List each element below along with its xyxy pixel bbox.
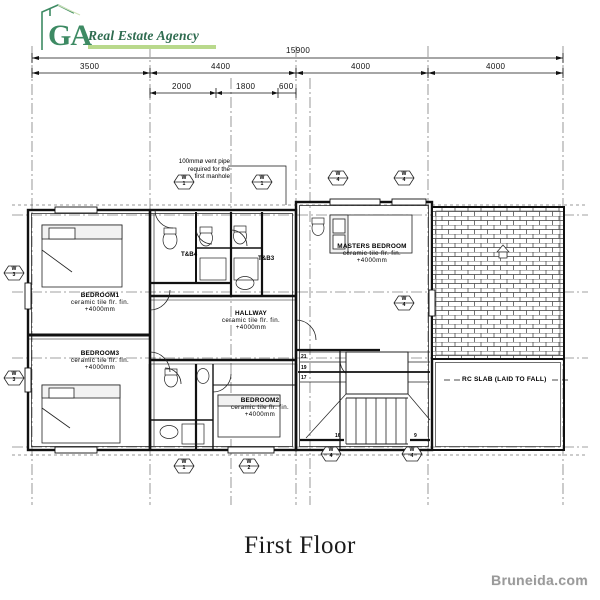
sanitary-fixtures: [159, 217, 325, 445]
marker-label-left-2: W 3: [4, 371, 24, 383]
marker-label-top-3: W 4: [328, 171, 348, 183]
dimension-sub-3: 600: [279, 82, 294, 91]
marker-number: 4: [402, 176, 406, 183]
stair-step-number-19: 19: [301, 365, 307, 371]
marker-number: 1: [182, 180, 186, 187]
room-name: BEDROOM3: [80, 350, 120, 357]
marker-type: W: [335, 171, 341, 177]
room-label-hallway: HALLWAY ceramic tile flr. fin. +4000mm: [201, 310, 301, 332]
room-finish: ceramic tile flr. fin.: [221, 317, 281, 324]
room-finish: ceramic tile flr. fin.: [230, 404, 290, 411]
room-level: +4000mm: [84, 364, 116, 372]
stair-step-number-9: 9: [414, 433, 417, 439]
dimension-arrows: [32, 56, 563, 95]
room-level: +4000mm: [235, 324, 267, 332]
room-name: BEDROOM1: [80, 292, 120, 299]
marker-number: 4: [336, 176, 340, 183]
marker-number: 2: [247, 464, 251, 471]
marker-label-middle-1: W 4: [394, 296, 414, 308]
staircase: [298, 351, 431, 445]
marker-label-bottom-3: W 4: [321, 447, 341, 459]
marker-type: W: [181, 459, 187, 465]
marker-label-left-1: W 3: [4, 266, 24, 278]
marker-type: W: [11, 371, 17, 377]
room-label-bedroom3: BEDROOM3 ceramic tile flr. fin. +4000mm: [48, 350, 152, 372]
marker-number: 4: [329, 452, 333, 459]
dimension-bay-2: 4400: [211, 62, 231, 71]
room-label-bedroom1: BEDROOM1 ceramic tile flr. fin. +4000mm: [48, 292, 152, 314]
dimension-lines-top: [31, 53, 564, 98]
marker-number: 3: [12, 376, 16, 383]
stair-step-number-21: 21: [301, 354, 307, 360]
room-name: BEDROOM2: [240, 397, 280, 404]
room-name: HALLWAY: [234, 310, 268, 317]
site-watermark: Bruneida.com: [491, 572, 588, 588]
room-level: +4000mm: [84, 306, 116, 314]
room-finish: ceramic tile flr. fin.: [70, 357, 130, 364]
marker-type: W: [259, 175, 265, 181]
door-swing-group: [149, 209, 359, 393]
dimension-overall: 15900: [286, 46, 311, 55]
dimension-bay-1: 3500: [80, 62, 100, 71]
logo-house-icon: [41, 4, 81, 50]
marker-type: W: [11, 266, 17, 272]
dimension-sub-2: 1800: [236, 82, 256, 91]
vent-note-line-3: first manhole: [194, 173, 230, 181]
dimension-bay-4: 4000: [486, 62, 506, 71]
marker-number: 3: [12, 271, 16, 278]
furniture-group: [41, 214, 413, 444]
marker-number: 4: [410, 452, 414, 459]
room-level: +4000mm: [356, 257, 388, 265]
marker-label-bottom-4: W 4: [402, 447, 422, 459]
logo-monogram: GA: [48, 19, 92, 52]
room-finish: ceramic tile flr. fin.: [342, 250, 402, 257]
room-label-tb3: T&B3: [258, 255, 275, 262]
marker-type: W: [181, 175, 187, 181]
partition-group: [28, 210, 380, 450]
marker-label-top-2: W 1: [252, 175, 272, 187]
room-label-bedroom2: BEDROOM2 ceramic tile flr. fin. +4000mm: [212, 397, 308, 419]
marker-number: 1: [182, 464, 186, 471]
room-level: +4000mm: [244, 411, 276, 419]
logo-company-name: Real Estate Agency: [88, 28, 200, 43]
dimension-sub-1: 2000: [172, 82, 192, 91]
room-label-tb4: T&B4: [181, 251, 198, 258]
dimension-bay-3: 4000: [351, 62, 371, 71]
marker-type: W: [246, 459, 252, 465]
room-finish: ceramic tile flr. fin.: [70, 299, 130, 306]
marker-label-bottom-2: W 2: [239, 459, 259, 471]
marker-number: 4: [402, 301, 406, 308]
marker-type: W: [401, 171, 407, 177]
marker-label-bottom-1: W 1: [174, 459, 194, 471]
room-name: MASTERS BEDROOM: [337, 243, 407, 250]
marker-type: W: [328, 447, 334, 453]
marker-label-top-4: W 4: [394, 171, 414, 183]
rc-slab-note: RC SLAB (LAID TO FALL): [462, 376, 547, 383]
logo-underline-bar: [88, 45, 216, 49]
vent-note-line-1: 100mmø vent pipe: [178, 158, 230, 165]
company-logo: GA Real Estate Agency: [28, 4, 238, 52]
vent-note-line-2: required for the: [188, 165, 230, 173]
vent-pipe-note: 100mmø vent pipe required for the first …: [120, 158, 230, 181]
marker-type: W: [409, 447, 415, 453]
marker-label-top-1: W 1: [174, 175, 194, 187]
stair-step-number-17: 17: [301, 375, 307, 381]
room-label-masters-bedroom: MASTERS BEDROOM ceramic tile flr. fin. +…: [312, 243, 432, 265]
marker-type: W: [401, 296, 407, 302]
marker-number: 1: [260, 180, 264, 187]
section-frame: [12, 204, 588, 456]
page-title: First Floor: [244, 532, 356, 559]
vent-note-leader: [228, 165, 287, 205]
stair-step-number-16: 16: [335, 433, 341, 439]
